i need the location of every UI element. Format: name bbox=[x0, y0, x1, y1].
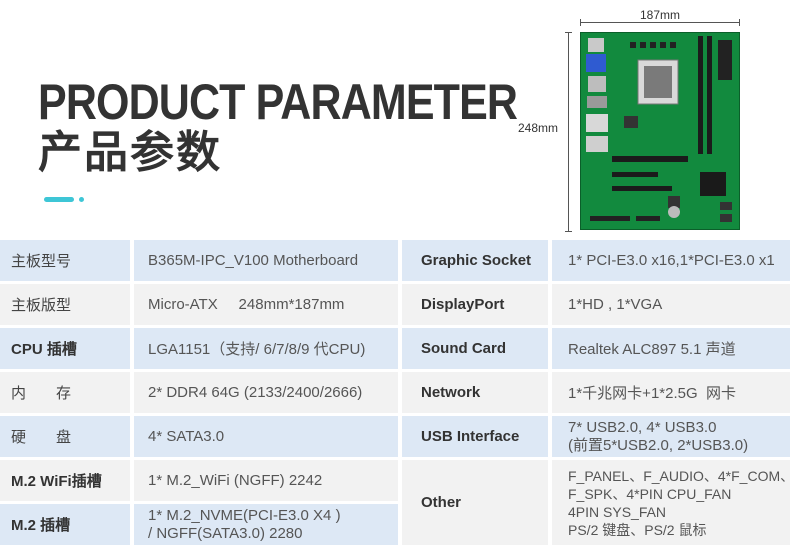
spec-label-board-model: 主板型号 bbox=[0, 240, 130, 281]
spec-label-display-port: DisplayPort bbox=[402, 284, 548, 325]
width-dimension-tick-right bbox=[739, 19, 740, 26]
spec-value-graphic-socket: 1* PCI-E3.0 x16,1*PCI-E3.0 x1 bbox=[552, 240, 790, 281]
spec-label-storage: 硬 盘 bbox=[0, 416, 130, 457]
spec-value-line: 7* USB2.0, 4* USB3.0 bbox=[568, 418, 717, 436]
width-dimension-label: 187mm bbox=[639, 8, 680, 22]
height-dimension: 248mm bbox=[514, 32, 574, 232]
spec-label-other: Other bbox=[402, 460, 548, 545]
page-title: PRODUCT PARAMETER bbox=[38, 74, 518, 130]
spec-value-cpu-socket: LGA1151（支持/ 6/7/8/9 代CPU) bbox=[134, 328, 398, 369]
spec-table: 主板型号 B365M-IPC_V100 Motherboard 主板版型 Mic… bbox=[0, 237, 790, 555]
height-dimension-line bbox=[568, 32, 569, 232]
spec-label-network: Network bbox=[402, 372, 548, 413]
spec-label-cpu-socket: CPU 插槽 bbox=[0, 328, 130, 369]
spec-value-board-model: B365M-IPC_V100 Motherboard bbox=[134, 240, 398, 281]
height-dimension-label: 248mm bbox=[518, 121, 559, 135]
spec-value-line: 4PIN SYS_FAN bbox=[568, 503, 667, 520]
width-dimension: 187mm bbox=[580, 8, 740, 28]
height-dimension-tick-bottom bbox=[565, 231, 572, 232]
width-dimension-line bbox=[580, 22, 740, 23]
spec-value-network: 1*千兆网卡+1*2.5G 网卡 bbox=[552, 372, 790, 413]
spec-label-sound-card: Sound Card bbox=[402, 328, 548, 369]
spec-value-usb-interface: 7* USB2.0, 4* USB3.0 (前置5*USB2.0, 2*USB3… bbox=[552, 416, 790, 457]
spec-value-display-port: 1*HD , 1*VGA bbox=[552, 284, 790, 325]
spec-value-line: F_PANEL、F_AUDIO、4*F_COM、 bbox=[568, 467, 790, 484]
spec-value-other: F_PANEL、F_AUDIO、4*F_COM、 F_SPK、4*PIN CPU… bbox=[552, 460, 790, 545]
spec-value-form-factor: Micro-ATX 248mm*187mm bbox=[134, 284, 398, 325]
accent-dot bbox=[79, 197, 84, 202]
spec-value-line: F_SPK、4*PIN CPU_FAN bbox=[568, 485, 732, 502]
motherboard-image bbox=[580, 32, 740, 230]
spec-value-memory: 2* DDR4 64G (2133/2400/2666) bbox=[134, 372, 398, 413]
spec-value-sound-card: Realtek ALC897 5.1 声道 bbox=[552, 328, 790, 369]
spec-label-usb-interface: USB Interface bbox=[402, 416, 548, 457]
spec-label-form-factor: 主板版型 bbox=[0, 284, 130, 325]
spec-value-line: 1* M.2_NVME(PCI-E3.0 X4 ) bbox=[148, 506, 341, 524]
spec-label-graphic-socket: Graphic Socket bbox=[402, 240, 548, 281]
spec-value-line: / NGFF(SATA3.0) 2280 bbox=[148, 524, 303, 542]
product-header: PRODUCT PARAMETER 产品参数 187mm 248mm bbox=[0, 0, 790, 236]
spec-label-memory: 内 存 bbox=[0, 372, 130, 413]
spec-label-m2-slot: M.2 插槽 bbox=[0, 504, 130, 545]
spec-value-line: (前置5*USB2.0, 2*USB3.0) bbox=[568, 436, 749, 454]
accent-bar bbox=[44, 197, 74, 202]
spec-value-m2-wifi: 1* M.2_WiFi (NGFF) 2242 bbox=[134, 460, 398, 501]
width-dimension-tick-left bbox=[580, 19, 581, 26]
page-title-chinese: 产品参数 bbox=[38, 127, 222, 178]
height-dimension-tick-top bbox=[565, 32, 572, 33]
spec-label-m2-wifi: M.2 WiFi插槽 bbox=[0, 460, 130, 501]
spec-value-m2-slot: 1* M.2_NVME(PCI-E3.0 X4 ) / NGFF(SATA3.0… bbox=[134, 504, 398, 545]
spec-value-line: PS/2 键盘、PS/2 鼠标 bbox=[568, 521, 707, 538]
spec-value-storage: 4* SATA3.0 bbox=[134, 416, 398, 457]
